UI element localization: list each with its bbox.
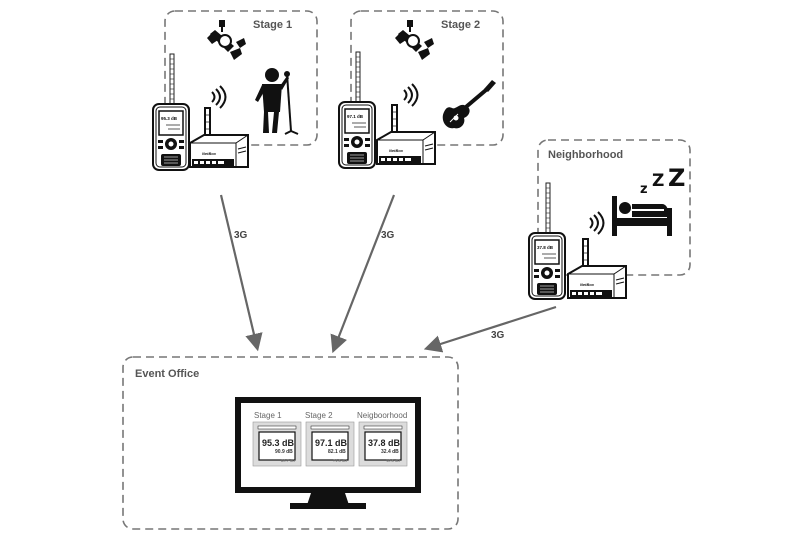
sound-meter-neighborhood: 37.8 dB [528,182,566,300]
panel-sub-value: 32.4 dB [381,449,399,455]
wifi-waves-icon [403,83,419,107]
panel-sub-value: 82.1 dB [328,449,346,455]
neighborhood-zone: Neighborhood z Z Z 37.8 dB NetBox [528,139,691,300]
panel-tiny-value: 80.7 dB [281,458,295,463]
svg-text:Z: Z [668,164,685,192]
guitar-icon [442,80,496,129]
svg-text:z: z [640,182,648,197]
stage-1-label: Stage 1 [253,19,292,31]
netbox-stage-1: NetBox [189,106,249,168]
connection-label-stage-2: 3G [381,230,395,241]
wifi-waves-icon [589,211,605,235]
panel-tiny-value: 12.6 dB [386,458,400,463]
meter-reading-stage-2: 97.1 dB [347,114,364,119]
spotlight-icon [206,19,247,61]
connection-label-stage-1: 3G [234,230,248,241]
event-office-zone: Event Office Stage 1 Stage 2 Neigboorhoo… [122,356,459,530]
singer-icon [255,68,299,135]
monitor-tab-neighborhood: Neigboorhood [357,411,407,420]
spotlight-icon [394,19,435,61]
panel-main-value: 97.1 dB [315,438,348,448]
netbox-brand-stage-1: NetBox [202,151,217,156]
stage-1-zone: Stage 1 95.3 dB NetBox [152,10,318,171]
svg-text:Z: Z [652,171,664,191]
netbox-neighborhood: NetBox [567,237,627,299]
panel-sub-value: 90.9 dB [275,449,293,455]
monitor-panel-stage-2: 97.1 dB 82.1 dB 71.6 dB [305,421,355,467]
connection-arrow-stage-1 [219,194,263,352]
sound-meter-stage-1: 95.3 dB [152,53,190,171]
panel-tiny-value: 71.6 dB [333,458,347,463]
panel-main-value: 37.8 dB [368,438,401,448]
connection-arrow-stage-2 [330,194,396,354]
event-office-boundary [122,356,459,530]
meter-reading-neighborhood: 37.8 dB [537,245,554,250]
monitor-panel-neighborhood: 37.8 dB 32.4 dB 12.6 dB [358,421,408,467]
connections: 3G 3G 3G [219,194,557,354]
netbox-stage-2: NetBox [376,103,436,165]
bed-icon [612,196,672,236]
monitor-tab-stage-2: Stage 2 [305,411,333,420]
sound-meter-stage-2: 97.1 dB [338,51,376,169]
event-office-label: Event Office [135,368,199,380]
meter-reading-stage-1: 95.3 dB [161,116,178,121]
monitor-tab-stage-1: Stage 1 [254,411,282,420]
netbox-brand-neighborhood: NetBox [580,282,595,287]
stage-2-zone: Stage 2 97.1 dB NetBox [338,10,504,169]
neighborhood-label: Neighborhood [548,149,623,161]
connection-arrow-neighborhood [423,305,557,353]
connection-label-neighborhood: 3G [491,330,505,341]
wifi-waves-icon [211,85,227,109]
monitor-panel-stage-1: 95.3 dB 90.9 dB 80.7 dB [252,421,302,467]
panel-main-value: 95.3 dB [262,438,295,448]
stage-2-label: Stage 2 [441,19,480,31]
netbox-brand-stage-2: NetBox [389,148,404,153]
